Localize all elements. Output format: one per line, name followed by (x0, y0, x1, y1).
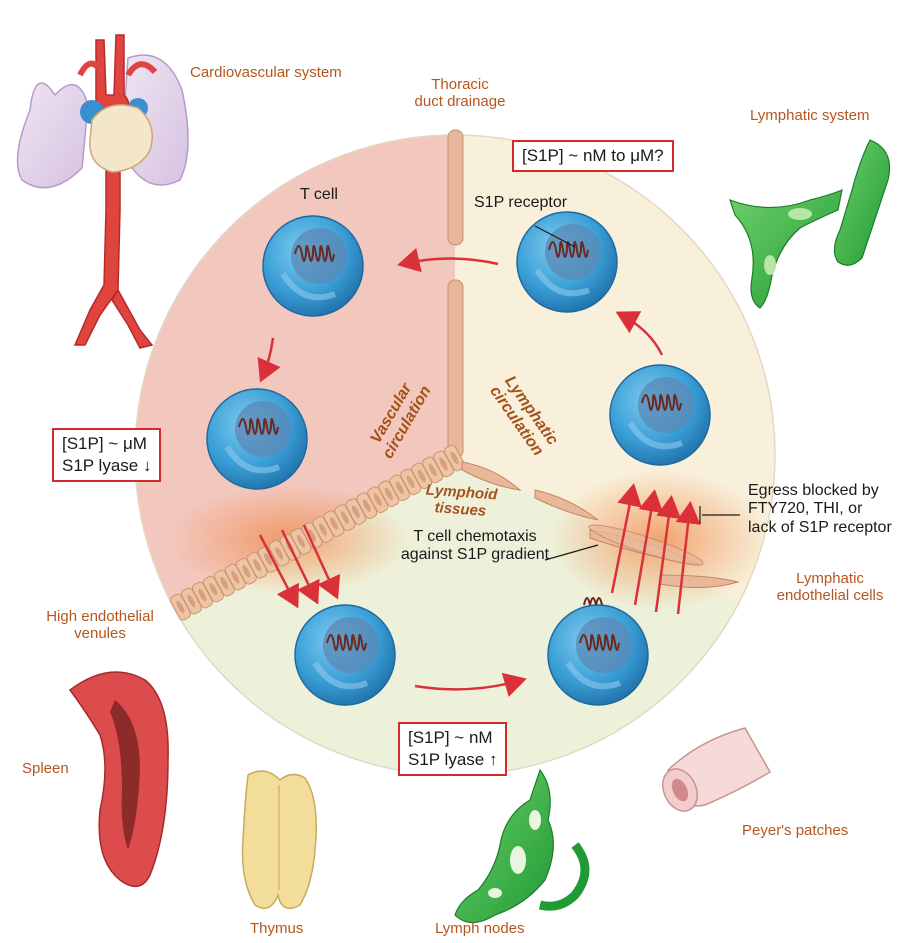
lymph-nodes-illustration (455, 770, 585, 923)
blood-s1p-line-2: S1P lyase ↓ (62, 455, 151, 477)
t-cell-lymphoid-left (295, 605, 395, 705)
thoracic-duct-line-2: duct drainage (400, 93, 520, 110)
cardiovascular-label: Cardiovascular system (190, 64, 342, 81)
spleen-illustration (70, 672, 168, 886)
thoracic-duct-line-1: Thoracic (400, 76, 520, 93)
peyers-patches-illustration (656, 728, 770, 817)
t-cell-lymphatic-mid (610, 365, 710, 465)
chemotaxis-line-1: T cell chemotaxis (380, 528, 570, 546)
tissue-s1p-box: [S1P] ~ nM S1P lyase ↑ (398, 722, 507, 776)
egress-line-2: FTY720, THI, or (748, 500, 892, 518)
lymph-s1p-box: [S1P] ~ nM to μM? (512, 140, 674, 172)
blood-s1p-box: [S1P] ~ μM S1P lyase ↓ (52, 428, 161, 482)
egress-line-3: lack of S1P receptor (748, 519, 892, 537)
spleen-label: Spleen (22, 760, 69, 777)
lymphatic-system-illustration (730, 140, 890, 308)
cardiovascular-illustration (18, 35, 189, 348)
hev-label: High endothelial venules (30, 608, 170, 643)
t-cell-vascular-top (263, 216, 363, 316)
lymph-nodes-label: Lymph nodes (435, 920, 525, 937)
lymphoid-tissues-label: Lymphoid tissues (415, 481, 507, 522)
t-cell-vascular-mid (207, 389, 307, 489)
thoracic-duct-label: Thoracic duct drainage (400, 76, 520, 111)
chemotaxis-line-2: against S1P gradient (380, 546, 570, 564)
t-cell-lymphatic-top (517, 212, 617, 312)
t-cell-label: T cell (300, 186, 338, 204)
tissue-s1p-line-2: S1P lyase ↑ (408, 749, 497, 771)
hev-line-2: venules (30, 625, 170, 642)
egress-line-1: Egress blocked by (748, 482, 892, 500)
thymus-illustration (243, 771, 317, 908)
lung-left (18, 83, 89, 188)
lymphatic-endothelial-line-1: Lymphatic (755, 570, 905, 587)
chemotaxis-label: T cell chemotaxis against S1P gradient (380, 528, 570, 565)
lymphatic-system-label: Lymphatic system (750, 107, 869, 124)
s1p-receptor-label: S1P receptor (474, 194, 567, 212)
tissue-s1p-line-1: [S1P] ~ nM (408, 727, 497, 749)
peyers-patches-label: Peyer's patches (742, 822, 848, 839)
hev-line-1: High endothelial (30, 608, 170, 625)
lymphatic-endothelial-label: Lymphatic endothelial cells (755, 570, 905, 605)
egress-label: Egress blocked by FTY720, THI, or lack o… (748, 482, 892, 537)
lymphatic-endothelial-line-2: endothelial cells (755, 587, 905, 604)
blood-s1p-line-1: [S1P] ~ μM (62, 433, 151, 455)
thoracic-duct-vessel (448, 130, 463, 458)
thymus-label: Thymus (250, 920, 303, 937)
